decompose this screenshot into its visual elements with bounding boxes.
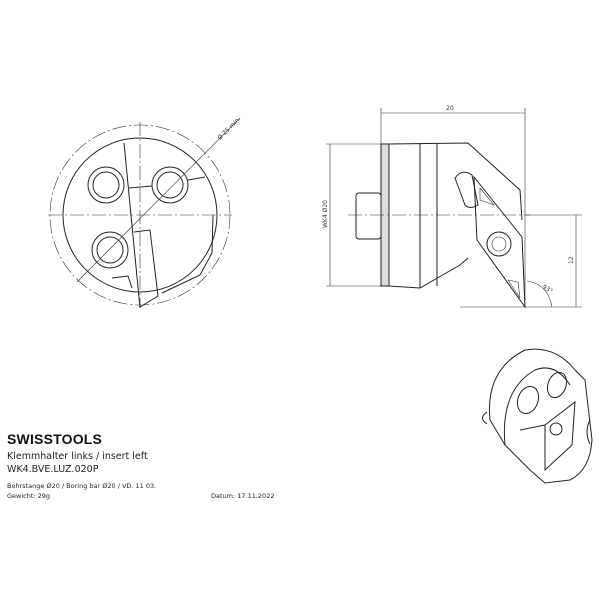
cutting-insert [473,175,526,309]
front-diameter-label: Ø 25 min. [216,116,242,142]
shaft-stub [355,192,382,240]
mounting-holes [87,166,189,269]
length-label: 20 [446,105,454,112]
drawing-date: Datum: 17.11.2022 [211,492,275,500]
front-view: Ø 25 min. [48,116,242,309]
insert-screw [486,231,512,257]
part-name: Klemmhalter links / insert left [7,451,148,462]
part-weight: Gewicht: 29g [7,492,51,500]
height-label: 12 [568,256,575,264]
brand-logo: SWISSTOOLS [7,431,103,447]
side-view: 20 WK4 Ø20 12 93° [322,105,582,309]
body-circle [62,137,218,293]
angle-arc [526,280,553,308]
isometric-view [482,348,593,484]
diameter-dimension-line [76,117,241,283]
shank-label: WK4 Ø20 [322,200,329,228]
angle-label: 93° [541,284,554,295]
part-number: WK4.BVE.LUZ.020P [7,464,99,475]
part-description: Bohrstange Ø20 / Boring bar Ø20 / VD. 11… [7,482,157,490]
